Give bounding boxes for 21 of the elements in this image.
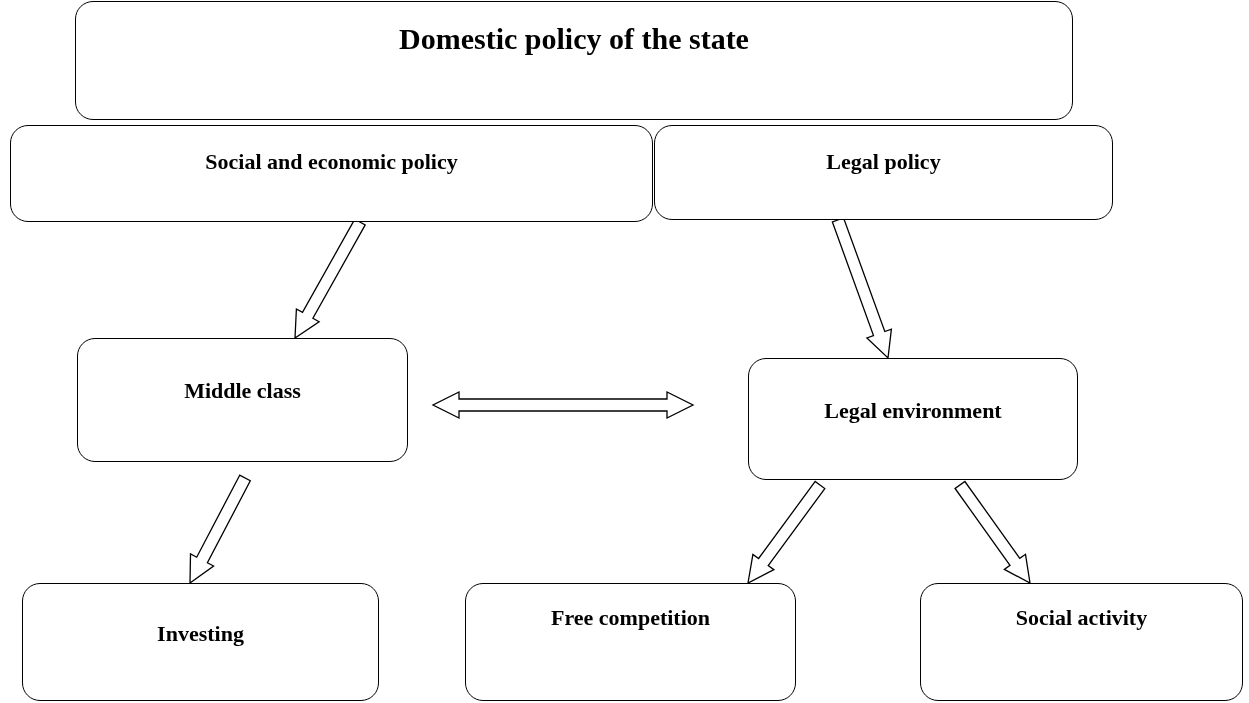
hollow-arrow	[831, 217, 893, 360]
rounded-box	[75, 1, 1073, 120]
rounded-box	[920, 583, 1243, 701]
box-label: Middle class	[184, 377, 301, 405]
box-label: Social activity	[1015, 604, 1148, 632]
rounded-box	[10, 125, 653, 222]
box-label: Legal policy	[826, 148, 941, 176]
rounded-box	[22, 583, 379, 701]
box-label: Investing	[157, 620, 244, 648]
rounded-box	[654, 125, 1113, 220]
rounded-box	[465, 583, 796, 701]
rounded-box	[748, 358, 1078, 480]
hollow-arrow	[747, 480, 826, 585]
box-label: Social and economic policy	[205, 148, 458, 176]
rounded-box	[77, 338, 408, 462]
box-label: Free competition	[550, 604, 710, 632]
hollow-arrow	[954, 480, 1031, 585]
box-label: Legal environment	[824, 397, 1002, 425]
hollow-arrow	[431, 390, 695, 420]
box-label: Domestic policy of the state	[399, 21, 749, 57]
hollow-arrow	[189, 474, 252, 585]
